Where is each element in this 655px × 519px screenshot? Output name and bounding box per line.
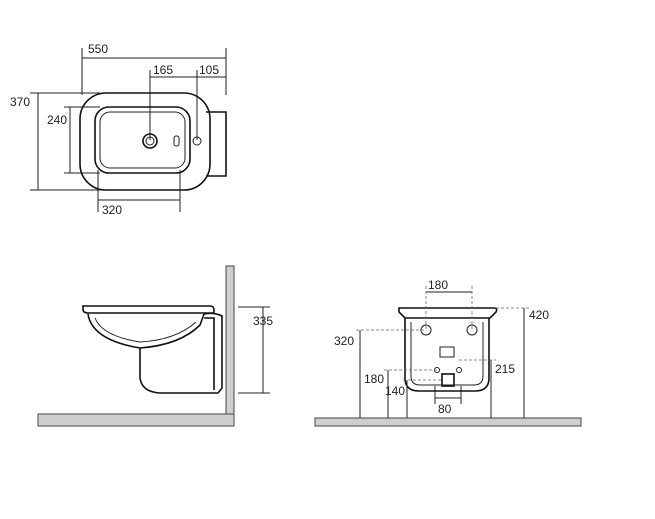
dim-550: 550 <box>88 42 108 56</box>
dim-140: 140 <box>385 384 405 398</box>
dim-80: 80 <box>438 402 452 416</box>
side-view: 335 <box>37 265 273 427</box>
dim-180-left: 180 <box>364 372 384 386</box>
dim-165: 165 <box>153 63 173 77</box>
dim-105: 105 <box>199 63 219 77</box>
dim-240: 240 <box>47 113 67 127</box>
dim-320-top: 320 <box>102 203 122 217</box>
dim-370: 370 <box>10 95 30 109</box>
dim-420: 420 <box>529 308 549 322</box>
dim-180-top: 180 <box>428 278 448 292</box>
dim-215: 215 <box>495 362 515 376</box>
dim-335: 335 <box>253 314 273 328</box>
rear-view: 180 420 320 180 140 215 80 <box>314 278 582 427</box>
top-view: 550 165 105 370 240 320 <box>10 42 227 217</box>
dim-320-rear: 320 <box>334 334 354 348</box>
